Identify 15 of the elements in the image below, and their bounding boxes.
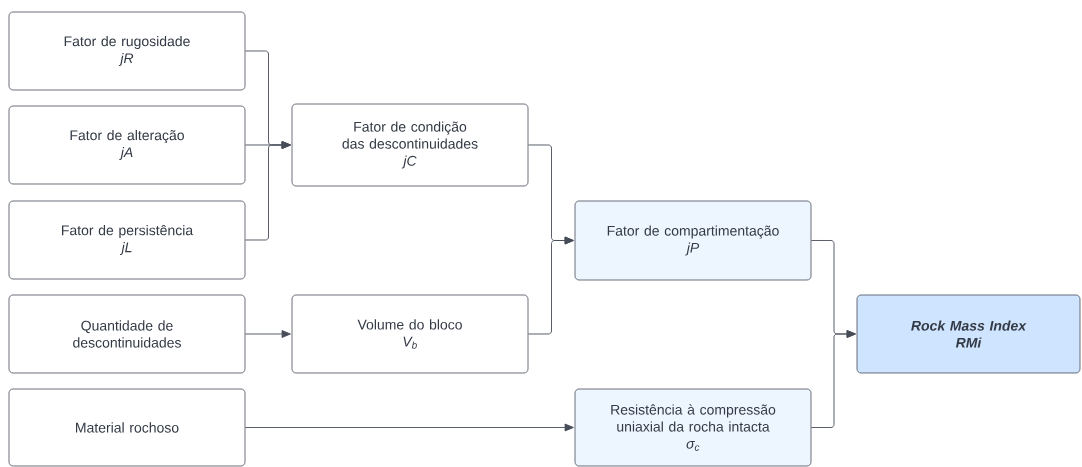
process-box: Fator de rugosidade jR <box>8 11 246 91</box>
process-box: Fator de persistência jL <box>8 200 246 280</box>
arrow <box>244 141 291 241</box>
arrow <box>527 236 574 335</box>
process-box: Fator de condição das descontinuidades jC <box>291 103 529 187</box>
process-box: Fator de compartimentação jP <box>574 200 812 281</box>
process-box: Quantidade de descontinuidades <box>8 294 246 374</box>
arrow <box>810 330 856 428</box>
result-box: Rock Mass Index RMi <box>856 294 1081 374</box>
process-box: Material rochoso <box>8 388 246 467</box>
process-box: Fator de alteração jA <box>8 105 246 185</box>
arrow <box>244 423 574 432</box>
process-box: Resistência à compressão uniaxial da rocha intacta σ$_{c}$ <box>574 388 812 467</box>
arrow <box>244 330 291 338</box>
process-box: Volume do bloco V$_{b}$ <box>291 294 529 374</box>
